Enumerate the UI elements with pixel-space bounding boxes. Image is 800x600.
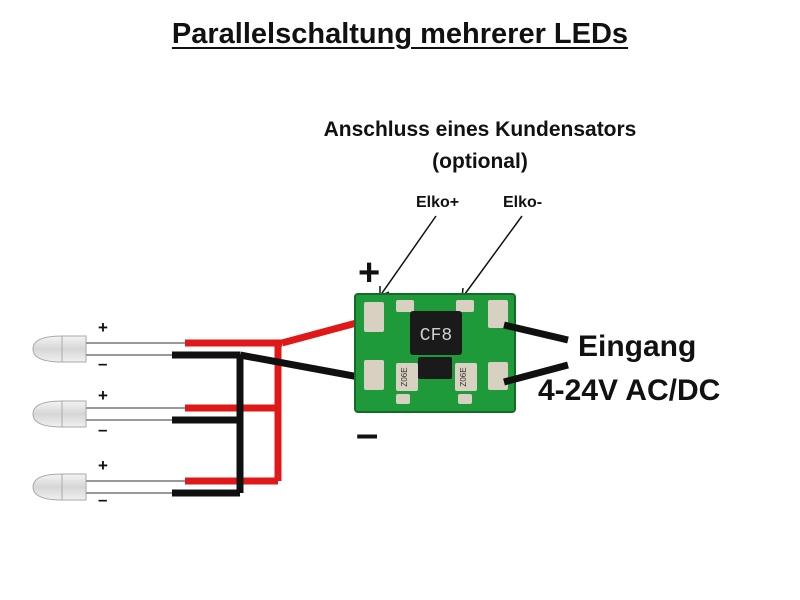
input-range: 4-24V AC/DC: [538, 374, 721, 407]
elko-plus-arrow: [379, 215, 437, 298]
led-3-minus: –: [98, 490, 108, 509]
led-3: [32, 473, 185, 501]
led-2-plus: +: [98, 386, 108, 405]
led-1-minus: –: [98, 354, 108, 373]
cap-marking-right: Z06E: [459, 367, 468, 386]
elko-minus-arrow: [461, 215, 523, 300]
board-plus-sign: +: [358, 252, 381, 294]
positive-wires: [185, 314, 376, 485]
led-1-plus: +: [98, 318, 108, 337]
board-minus-sign: –: [356, 412, 379, 456]
elko-plus-label: Elko+: [416, 194, 460, 211]
page-title: Parallelschaltung mehrerer LEDs: [171, 18, 629, 50]
led-2-minus: –: [98, 420, 108, 439]
led-2: [32, 400, 185, 428]
pcb-module: [354, 293, 569, 413]
chip-marking: CF8: [420, 326, 452, 346]
input-label: Eingang: [578, 330, 697, 363]
capacitor-caption-line2: (optional): [432, 150, 528, 173]
cap-marking-left: Z06E: [400, 367, 409, 386]
capacitor-caption-line1: Anschluss eines Kundensators: [323, 118, 637, 141]
elko-minus-label: Elko-: [503, 194, 543, 211]
led-1: [32, 335, 185, 363]
led-3-plus: +: [98, 456, 108, 475]
negative-wires: [172, 351, 376, 497]
